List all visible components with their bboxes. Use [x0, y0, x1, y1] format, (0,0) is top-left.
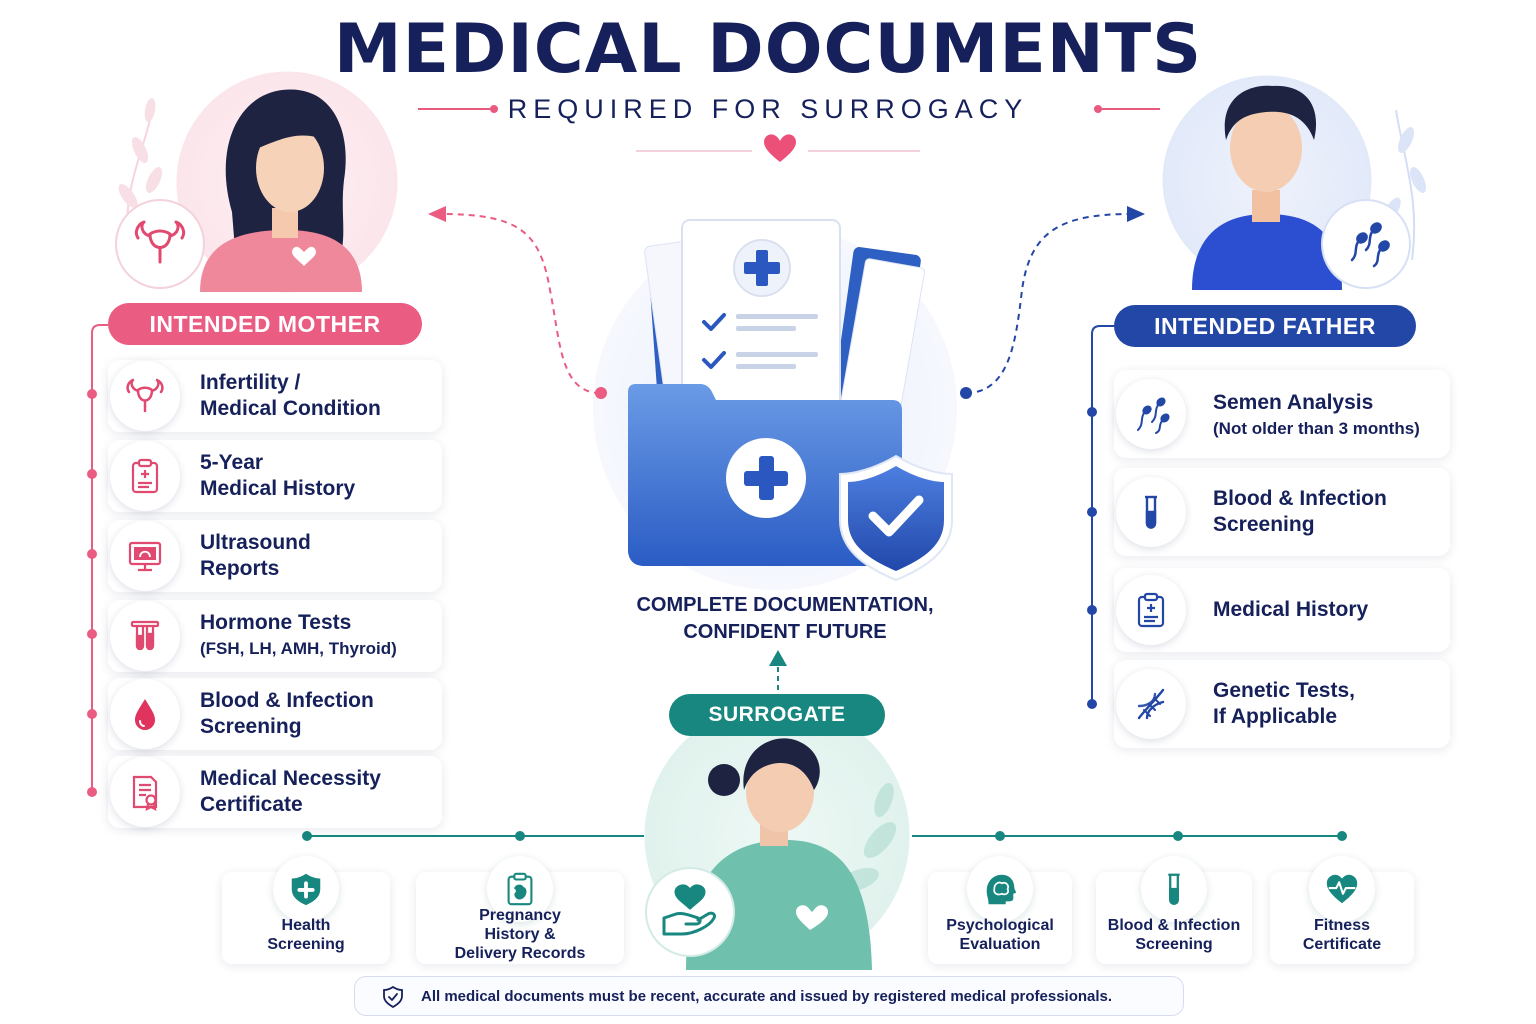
mother-item-line1: Ultrasound — [200, 531, 311, 554]
father-item-line1: Blood & Infection — [1213, 487, 1387, 510]
father-item-line1: Genetic Tests, — [1213, 679, 1355, 702]
mother-item-line1: Medical Necessity — [200, 767, 381, 790]
mother-item-line2: Medical Condition — [200, 397, 381, 420]
surrogate-item-line1: Fitness — [1313, 917, 1370, 934]
surrogate-item-line3: Delivery Records — [454, 945, 586, 962]
dna-icon — [1116, 669, 1186, 739]
father-item-semen: Semen Analysis (Not older than 3 months) — [1114, 370, 1450, 458]
mother-item-line1: 5-Year — [200, 451, 264, 474]
mother-item-line2: Certificate — [200, 793, 303, 816]
father-item-line2: Screening — [1213, 513, 1315, 536]
subtitle-dot-right — [1094, 105, 1102, 113]
subtitle-line-left — [418, 108, 492, 110]
clipboard-icon — [110, 441, 180, 511]
blood-drop-icon — [110, 679, 180, 749]
father-item-line1: Semen Analysis — [1213, 391, 1374, 414]
surrogate-item-line1: Psychological — [946, 917, 1054, 934]
footer-note: All medical documents must be recent, ac… — [421, 988, 1113, 1005]
mother-item-history: 5-Year Medical History — [108, 440, 442, 512]
mother-item-line2: Medical History — [200, 477, 356, 500]
mother-item-hormone: Hormone Tests (FSH, LH, AMH, Thyroid) — [108, 600, 442, 672]
mother-item-line1: Infertility / — [200, 371, 301, 394]
surrogate-item-line2: History & — [484, 926, 556, 943]
clipboard-icon — [1116, 575, 1186, 645]
test-tubes-icon — [110, 601, 180, 671]
father-item-history: Medical History — [1114, 568, 1450, 652]
surrogate-item-fitness: Fitness Certificate — [1270, 856, 1414, 964]
surrogate-item-line2: Evaluation — [959, 936, 1041, 953]
father-item-line2: (Not older than 3 months) — [1213, 419, 1420, 438]
test-tube-icon — [1141, 856, 1207, 922]
shield-check-icon — [383, 985, 403, 1009]
page-subtitle: REQUIRED FOR SURROGACY — [507, 94, 1029, 124]
mother-item-blood: Blood & Infection Screening — [108, 678, 442, 750]
surrogate-item-psychological: Psychological Evaluation — [928, 856, 1072, 964]
test-tube-icon — [1116, 477, 1186, 547]
intended-father-heading: INTENDED FATHER — [1114, 305, 1416, 347]
mother-item-line1: Blood & Infection — [200, 689, 374, 712]
ultrasound-monitor-icon — [110, 521, 180, 591]
uterus-icon — [110, 361, 180, 431]
surrogate-item-line2: Screening — [267, 936, 345, 953]
mother-item-line2: (FSH, LH, AMH, Thyroid) — [200, 639, 397, 658]
subtitle-line-right — [1100, 108, 1160, 110]
footer-note-box: All medical documents must be recent, ac… — [354, 976, 1184, 1016]
father-item-blood: Blood & Infection Screening — [1114, 468, 1450, 556]
surrogate-heading: SURROGATE — [669, 694, 885, 736]
father-item-genetic: Genetic Tests, If Applicable — [1114, 660, 1450, 748]
certificate-icon — [110, 757, 180, 827]
uterus-portrait-icon — [134, 220, 186, 264]
surrogate-item-pregnancy: Pregnancy History & Delivery Records — [416, 856, 624, 964]
center-caption-line2: CONFIDENT FUTURE — [683, 621, 887, 643]
mother-item-line2: Screening — [200, 715, 302, 738]
surrogate-item-health: Health Screening — [222, 856, 390, 964]
surrogate-item-line2: Certificate — [1302, 936, 1382, 953]
surrogate-item-blood: Blood & Infection Screening — [1096, 856, 1252, 964]
page-title: MEDICAL DOCUMENTS — [333, 10, 1203, 89]
mother-item-ultrasound: Ultrasound Reports — [108, 520, 442, 592]
shield-plus-icon — [273, 856, 339, 922]
surrogate-item-line1: Health — [281, 917, 331, 934]
surrogate-item-line2: Screening — [1135, 936, 1213, 953]
brain-icon — [967, 856, 1033, 922]
father-item-line1: Medical History — [1213, 598, 1369, 621]
father-item-line2: If Applicable — [1213, 705, 1338, 728]
mother-item-line1: Hormone Tests — [200, 611, 352, 634]
center-caption: COMPLETE DOCUMENTATION, CONFIDENT FUTURE — [560, 592, 1010, 646]
surrogate-item-line1: Pregnancy — [479, 907, 561, 924]
mother-item-infertility: Infertility / Medical Condition — [108, 360, 442, 432]
surrogate-item-line1: Blood & Infection — [1107, 917, 1241, 934]
heart-pulse-icon — [1309, 856, 1375, 922]
pregnancy-clipboard-icon — [487, 856, 553, 922]
subtitle-dot-left — [490, 105, 498, 113]
intended-mother-heading: INTENDED MOTHER — [108, 303, 422, 345]
center-caption-line1: COMPLETE DOCUMENTATION, — [636, 594, 934, 616]
mother-item-line2: Reports — [200, 557, 280, 580]
mother-item-certificate: Medical Necessity Certificate — [108, 756, 442, 828]
sperm-icon — [1116, 379, 1186, 449]
